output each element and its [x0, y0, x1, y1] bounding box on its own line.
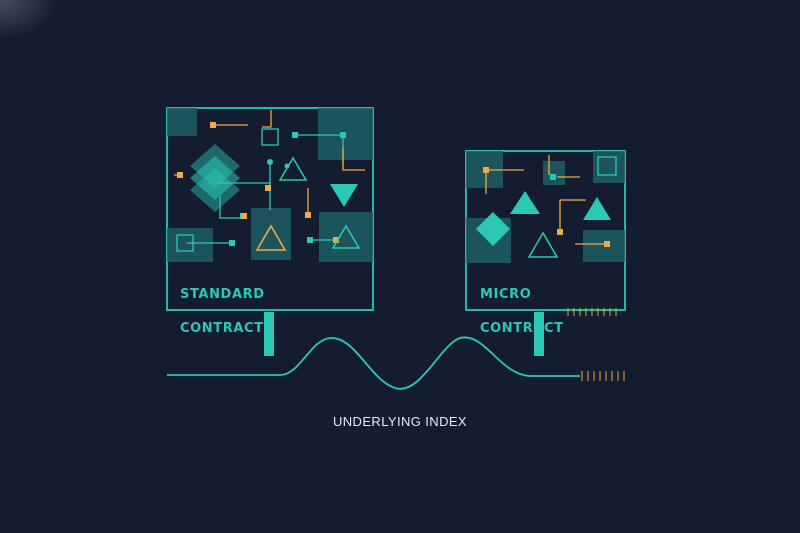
underlying-index-label: UNDERLYING INDEX [332, 414, 467, 429]
tile-center [251, 208, 291, 260]
triangle-outline-icon [278, 156, 308, 181]
standard-label-line2: CONTRACT [180, 321, 264, 336]
micro-board-post [534, 312, 544, 356]
standard-contract-label: STANDARD CONTRACT [180, 269, 265, 354]
square-outline-icon-top [261, 128, 279, 146]
micro-contract-label: MICRO CONTRACT [480, 269, 564, 354]
micro-label-line2: CONTRACT [480, 321, 564, 336]
standard-label-line1: STANDARD [180, 287, 265, 302]
micro-label-line1: MICRO [480, 287, 532, 302]
standard-board-frame [166, 107, 374, 311]
tile-top-left [167, 108, 197, 136]
micro-tick-marks [567, 308, 617, 316]
underlying-index-wave [167, 336, 580, 390]
micro-tile-top-mid [543, 161, 565, 185]
standard-board-post [264, 312, 274, 356]
triangle-outline-icon-right [331, 224, 361, 249]
triangle-orange-icon [255, 224, 287, 251]
micro-triangle-icon [510, 191, 540, 214]
tile-right-bottom [319, 212, 373, 262]
micro-triangle-icon-right [583, 197, 611, 220]
micro-diamond-icon [476, 212, 510, 246]
standard-contract-board [166, 107, 374, 356]
micro-triangle-outline-icon [527, 231, 559, 258]
micro-contract-board [465, 150, 626, 356]
micro-square-outline-icon [597, 156, 617, 176]
diamond-stack-icon [190, 144, 240, 212]
triangle-down-icon [330, 184, 358, 207]
tile-left-bottom [167, 228, 213, 262]
square-outline-icon [176, 234, 194, 252]
index-tick-marks [581, 371, 625, 381]
